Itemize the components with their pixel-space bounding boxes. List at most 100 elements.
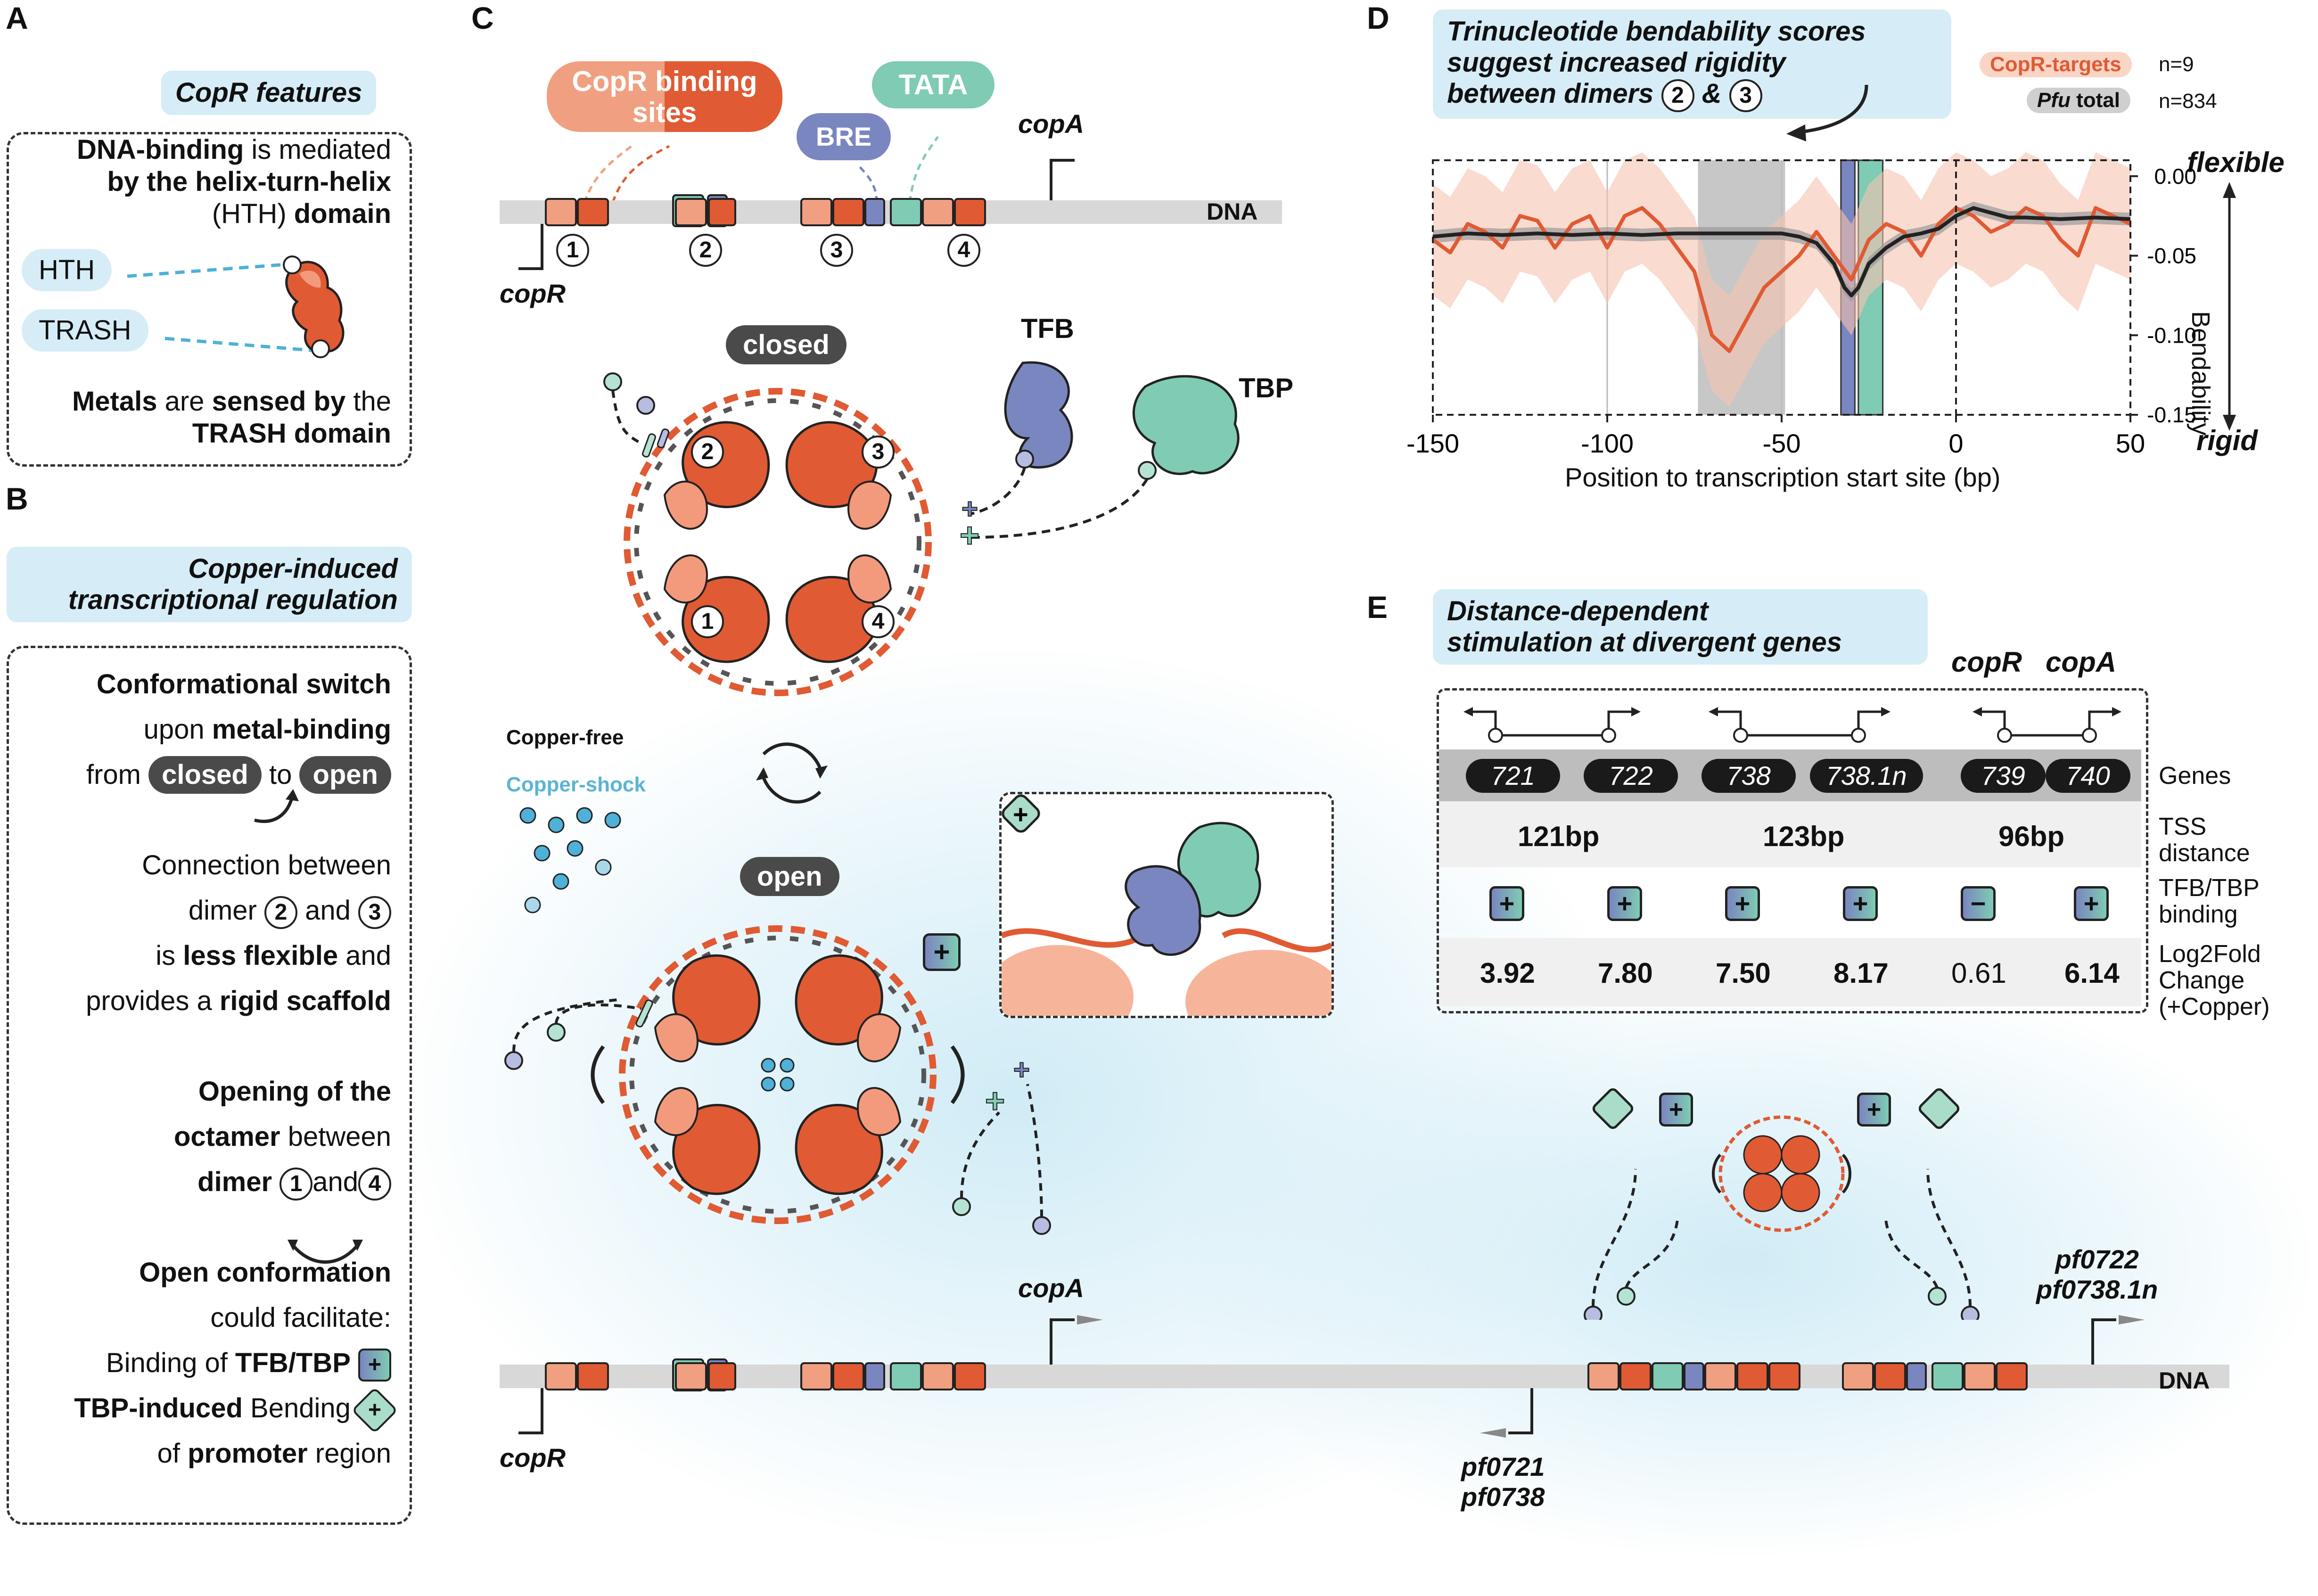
tfb-tbp-plus-icon: + bbox=[358, 1348, 391, 1382]
gene-pill-739: 739 bbox=[1961, 759, 2046, 793]
panelA-l2: by the helix-turn-helix bbox=[107, 166, 391, 197]
panelE-table-box bbox=[1437, 688, 2148, 1013]
binding-sign-3: + bbox=[1725, 886, 1760, 921]
binding-sign-2: + bbox=[1607, 886, 1642, 921]
panelA-l1b: DNA-binding bbox=[76, 134, 244, 165]
copR-label-top: copR bbox=[500, 279, 566, 308]
flexible-label: flexible bbox=[2187, 147, 2285, 178]
site-number-2: 2 bbox=[689, 234, 722, 267]
panelA-metals: Metals are sensed by the TRASH domain bbox=[72, 386, 391, 449]
closed-to-open-arrow-icon bbox=[254, 789, 299, 823]
dna-top bbox=[500, 136, 1282, 270]
tfb-tbp-proteins: + + bbox=[959, 361, 1240, 555]
svg-text:+: + bbox=[960, 517, 979, 554]
panelA-box bbox=[7, 132, 412, 467]
tss-distance-3: 96bp bbox=[1998, 821, 2065, 852]
legend-pfu-total: Pfu total bbox=[2027, 88, 2130, 113]
chart-ytick-label: -0.15 bbox=[2147, 403, 2196, 427]
chart-lines bbox=[1431, 206, 2131, 353]
rotation-arrows-icon bbox=[756, 742, 828, 804]
dna-label-top: DNA bbox=[1207, 198, 1258, 225]
lfc-value-2: 7.80 bbox=[1598, 957, 1653, 989]
panelE-row-lfc-bg bbox=[1439, 938, 2141, 1006]
chart-ytick-label: -0.05 bbox=[2147, 244, 2196, 268]
closed-left-tails bbox=[603, 372, 670, 458]
gene-pill-740: 740 bbox=[2046, 759, 2130, 793]
gene-pill-721: 721 bbox=[1466, 759, 1560, 793]
panelD-title-arrow bbox=[1786, 84, 1868, 141]
closed-state-label: closed bbox=[726, 325, 847, 364]
closed-site-1: 1 bbox=[691, 605, 724, 638]
copA-label-e: copA bbox=[2046, 646, 2116, 678]
copper-shock-label: Copper-shock bbox=[506, 773, 646, 796]
chart-ytick-label: -0.10 bbox=[2147, 323, 2196, 347]
tss-distance-1: 121bp bbox=[1518, 821, 1600, 852]
panelA-l1t: is mediated bbox=[244, 134, 391, 165]
open-state-label: open bbox=[740, 857, 839, 896]
flex-rigid-arrow bbox=[2223, 182, 2236, 431]
small-open-octamer bbox=[1584, 1115, 1980, 1320]
panelA-title: CopR features bbox=[161, 71, 377, 115]
tss-distance-2: 123bp bbox=[1763, 821, 1845, 852]
svg-text:+: + bbox=[1013, 1054, 1030, 1086]
lfc-value-1: 3.92 bbox=[1480, 957, 1535, 989]
panelA-l3t: (HTH) bbox=[212, 198, 294, 229]
gene-pill-738: 738 bbox=[1702, 759, 1796, 793]
site-number-4: 4 bbox=[947, 234, 980, 267]
copper-ions-icon bbox=[519, 807, 621, 913]
open-pill: open bbox=[299, 756, 391, 794]
small-plus-square-left: + bbox=[1659, 1093, 1693, 1127]
site-number-1: 1 bbox=[556, 234, 589, 267]
dna-bottom bbox=[500, 1315, 2229, 1438]
chart-ytick-label: 0.00 bbox=[2154, 164, 2196, 189]
panel-label-a: A bbox=[6, 0, 28, 35]
binding-sign-1: + bbox=[1489, 886, 1524, 921]
lfc-value-3: 7.50 bbox=[1716, 957, 1771, 989]
opening-arrow-icon bbox=[288, 1240, 363, 1264]
open-plus-badge: + bbox=[923, 933, 961, 971]
tbp-label: TBP bbox=[1239, 373, 1293, 403]
chart-xtick-label: 50 bbox=[2116, 428, 2145, 458]
panelB-box bbox=[7, 646, 412, 1525]
lfc-value-6: 6.14 bbox=[2064, 957, 2120, 989]
closed-site-4: 4 bbox=[862, 605, 895, 638]
chart-xtick-label: -150 bbox=[1406, 428, 1459, 458]
lfc-value-4: 8.17 bbox=[1833, 957, 1889, 989]
gene-pill-738-1n: 738.1n bbox=[1810, 759, 1923, 793]
open-tails: + + bbox=[504, 998, 1051, 1235]
tfb-label: TFB bbox=[1021, 313, 1074, 344]
copR-label-e: copR bbox=[1951, 646, 2022, 678]
panel-label-d: D bbox=[1367, 0, 1389, 35]
panelB-text: Conformational switch upon metal-binding… bbox=[19, 662, 398, 1476]
chart-series-line bbox=[1432, 206, 2131, 297]
closed-pill: closed bbox=[148, 756, 262, 794]
chart-xtick-label: 0 bbox=[1948, 428, 1963, 458]
panelA-text: DNA-binding is mediated by the helix-tur… bbox=[19, 134, 391, 230]
zoom-inset: + bbox=[999, 792, 1334, 1018]
site-number-3: 3 bbox=[820, 234, 853, 267]
closed-site-3: 3 bbox=[862, 436, 895, 469]
tata-label: TATA bbox=[872, 61, 995, 108]
panelA-l3b: domain bbox=[294, 198, 391, 229]
copA-label-bottom: copA bbox=[1018, 1273, 1084, 1303]
copA-label-top: copA bbox=[1018, 109, 1084, 139]
bre-label: BRE bbox=[797, 113, 891, 160]
panel-label-c: C bbox=[471, 0, 494, 35]
chart-xlabel: Position to transcription start site (bp… bbox=[1565, 462, 2001, 492]
legend-copr-targets: CopR-targets bbox=[1980, 52, 2132, 77]
svg-text:+: + bbox=[1013, 799, 1028, 829]
binding-sign-5: − bbox=[1961, 886, 1996, 921]
svg-text:+: + bbox=[962, 493, 978, 525]
panel-label-e: E bbox=[1367, 590, 1388, 625]
svg-text:+: + bbox=[985, 1082, 1005, 1120]
row-label-genes: Genes bbox=[2159, 762, 2231, 790]
gene-pill-722: 722 bbox=[1584, 759, 1678, 793]
closed-octamer bbox=[624, 388, 932, 696]
